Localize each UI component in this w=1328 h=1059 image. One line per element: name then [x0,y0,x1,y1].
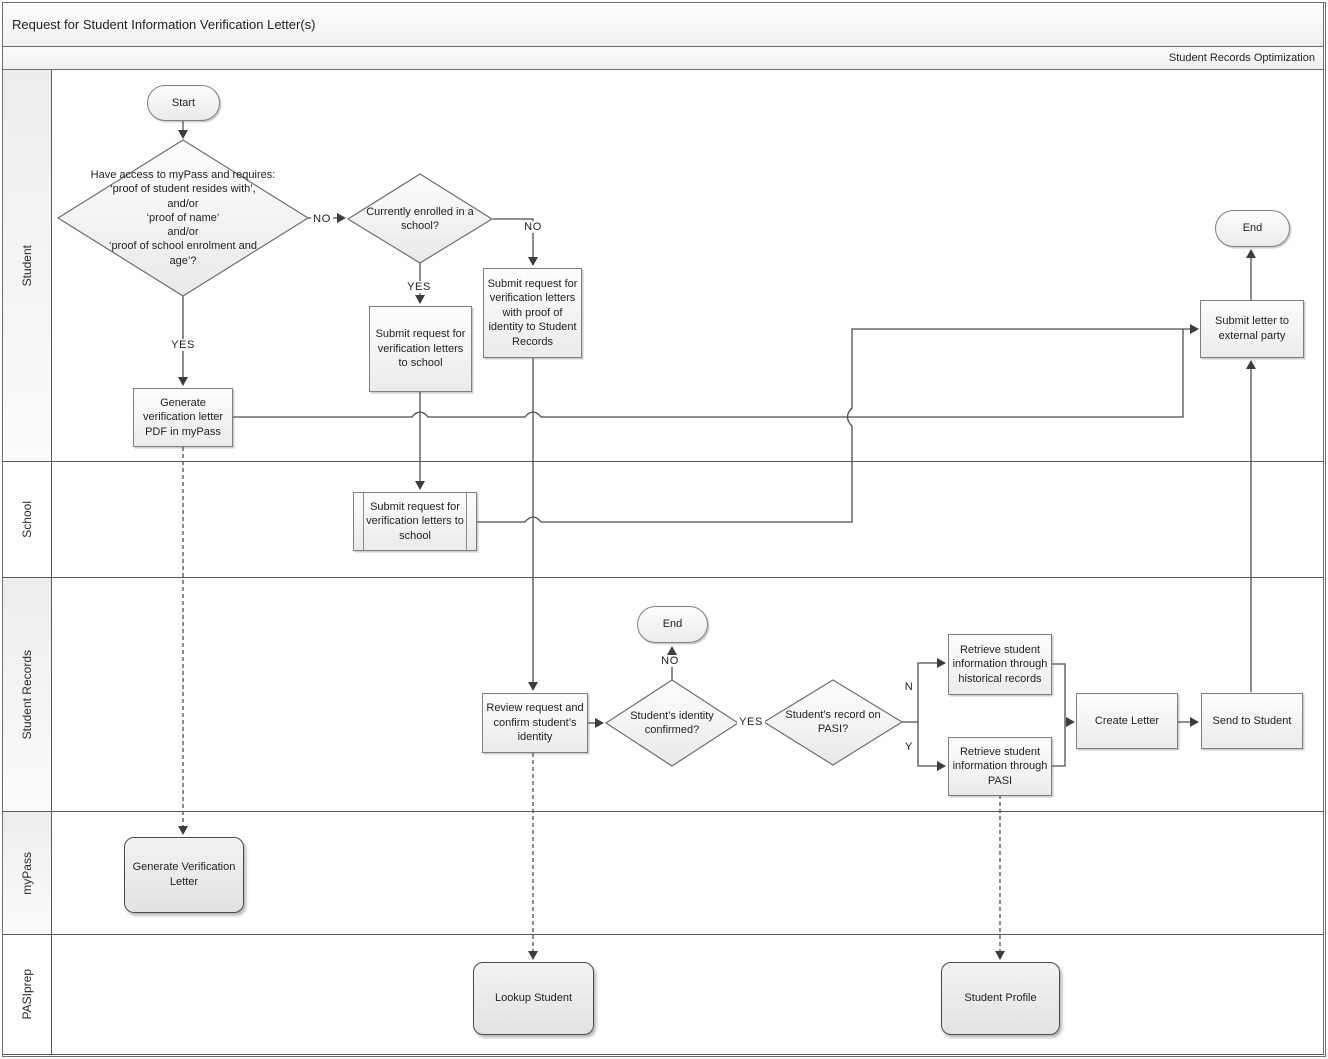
edge-enrolled-no [493,218,534,260]
decision-identity-shape [604,679,740,767]
edge-label-yes-enrolled: YES [405,281,433,293]
arrowhead [667,646,677,655]
decision-pasi-label: Student’s record on PASI? [785,708,881,735]
system-student-profile: Student Profile [941,962,1060,1035]
task-send-to-student: Send to Student [1201,693,1303,749]
edge-pdf-to-external [233,329,1184,418]
system-lookup-student: Lookup Student [473,962,594,1035]
decision-pasi-shape [762,679,904,766]
subprocess-school-submit-request: Submit request for verification letters … [353,492,477,551]
decision-access-shape [56,139,310,297]
edge-school-to-external [477,328,1193,523]
end-terminator-student: End [1215,210,1290,247]
start-terminator: Start [147,85,220,121]
task-retrieve-through-pasi: Retrieve student information through PAS… [948,737,1052,796]
edge-pasibox-to-create [1052,722,1066,767]
task-create-letter: Create Letter [1076,693,1178,749]
arrowhead [415,295,425,304]
edge-pasi-n [902,662,940,723]
edge-label-n-pasi: N [902,681,916,693]
system-generate-verification-letter: Generate Verification Letter [124,837,244,913]
edge-historical-to-create [1052,663,1069,723]
arrowhead [937,761,946,771]
edge-label-no-identity: NO [659,655,681,667]
lane-school: School [2,462,1324,578]
diagram-title: Request for Student Information Verifica… [12,17,316,32]
edge-pasi-y [917,722,940,767]
arrowhead [178,826,188,835]
subprocess-bar-left [363,493,364,550]
lane-label-cell-school: School [3,462,52,577]
lane-label-cell-student-records: Student Records [3,578,52,811]
task-submit-request-to-student-records: Submit request for verification letters … [483,268,582,358]
decision-enrolled-shape [346,173,494,264]
diagram-subtitle: Student Records Optimization [1168,52,1315,64]
lane-label-cell-pasiprep: PASIprep [3,935,52,1054]
edge-label-no-access: NO [311,213,333,225]
task-review-request-confirm-identity: Review request and confirm student’s ide… [482,693,588,753]
lane-label-cell-mypass: myPass [3,812,52,934]
edge-label-y-pasi: Y [903,741,915,753]
arrowhead [1190,717,1199,727]
decision-enrolled-label: Currently enrolled in a school? [366,205,474,232]
decision-access-label: Have access to myPass and requires: ‘pro… [90,168,276,267]
task-submit-letter-to-external-party: Submit letter to external party [1200,300,1304,358]
subprocess-school-submit-label: Submit request for verification letters … [366,500,464,542]
arrowhead [1066,717,1075,727]
end-terminator-records: End [637,606,708,643]
lane-student: Student [2,70,1324,462]
edge-label-yes-access: YES [169,339,197,351]
task-submit-request-to-school: Submit request for verification letters … [369,306,472,392]
arrowhead [1246,249,1256,258]
arrowhead [995,951,1005,960]
task-generate-verification-letter-pdf: Generate verification letter PDF in myPa… [133,388,233,447]
diagram-subtitle-bar: Student Records Optimization [2,47,1324,70]
arrowhead [1246,360,1256,369]
lane-student-records: Student Records [2,578,1324,812]
arrowhead [415,481,425,490]
arrowhead [1190,324,1199,334]
arrowhead [528,682,538,691]
lane-mypass: myPass [2,812,1324,935]
arrowhead [528,951,538,960]
arrowhead [178,377,188,386]
arrowhead [337,213,346,223]
arrowhead [937,658,946,668]
decision-identity-label: Student’s identity confirmed? [630,709,714,736]
lane-pasiprep: PASIprep [2,935,1324,1055]
lane-label-cell-student: Student [3,70,52,461]
arrowhead [178,130,188,139]
task-retrieve-historical-records: Retrieve student information through his… [948,634,1052,695]
diagram-title-bar: Request for Student Information Verifica… [2,2,1324,47]
edge-label-yes-identity: YES [737,716,765,728]
subprocess-bar-right [466,493,467,550]
arrowhead [595,718,604,728]
edge-label-no-enrolled: NO [522,221,544,233]
arrowhead [528,257,538,266]
